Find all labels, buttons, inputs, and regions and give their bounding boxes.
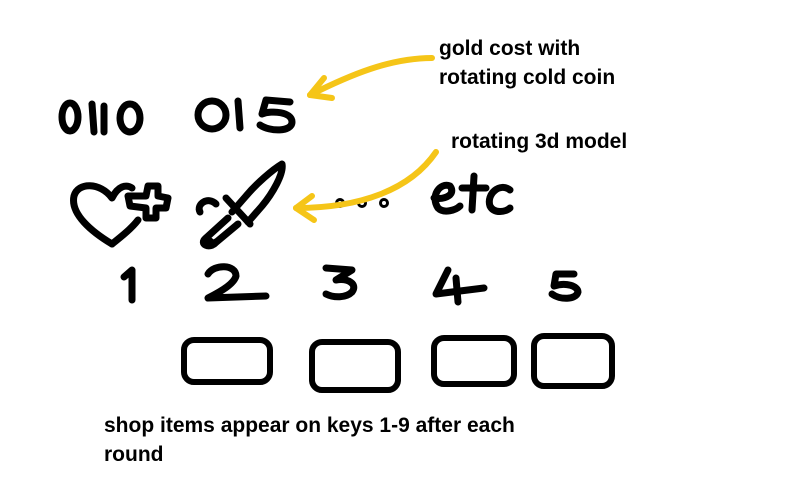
heart-plus-icon <box>70 182 172 248</box>
key-number-4 <box>432 266 488 306</box>
gold-cost-note-line2: rotating cold coin <box>439 66 616 89</box>
price-015 <box>194 96 296 134</box>
sword-icon <box>195 160 286 250</box>
shop-slot-3[interactable] <box>431 335 517 387</box>
key-number-3 <box>322 264 358 301</box>
shop-note: shop items appear on keys 1-9 after each… <box>104 411 515 469</box>
key-number-2 <box>204 263 270 302</box>
gold-cost-note: gold cost with rotating cold coin <box>439 34 615 92</box>
model-note: rotating 3d model <box>451 130 628 153</box>
shop-slot-1[interactable] <box>181 337 273 385</box>
key-number-1 <box>120 266 136 304</box>
gold-cost-arrow <box>307 55 435 101</box>
shop-slot-2[interactable] <box>309 339 401 393</box>
shop-note-line1: shop items appear on keys 1-9 after each <box>104 414 515 437</box>
etc-label <box>335 172 514 215</box>
price-010 <box>58 99 144 136</box>
key-number-5 <box>548 270 582 302</box>
gold-cost-note-line1: gold cost with <box>439 37 581 60</box>
shop-slot-4[interactable] <box>531 333 615 389</box>
model-arrow <box>293 149 439 223</box>
shop-note-line2: round <box>104 443 164 466</box>
